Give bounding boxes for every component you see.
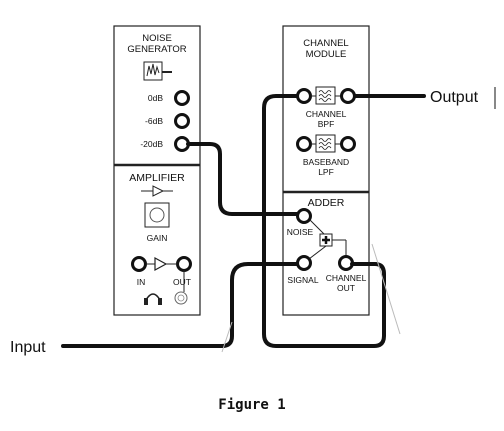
bpf-in-socket[interactable] <box>296 88 312 104</box>
adder-title: ADDER <box>308 197 345 209</box>
amplifier-triangle-icon <box>154 256 168 272</box>
adder-signal-socket[interactable] <box>296 255 312 271</box>
gain-knob[interactable] <box>149 207 165 223</box>
bpf-label-2: BPF <box>318 119 335 129</box>
gain-label: GAIN <box>147 233 168 243</box>
channel-module-title-2: MODULE <box>306 49 347 60</box>
adder-signal-label: SIGNAL <box>287 275 318 285</box>
amplifier-panel: AMPLIFIER GAIN IN OUT <box>129 172 192 305</box>
output-label: Output <box>430 89 479 106</box>
input-label: Input <box>10 339 46 356</box>
cord-noise-to-adder <box>186 142 299 216</box>
noise-source-icon <box>143 61 172 81</box>
noise-generator-title-1: NOISE <box>142 33 172 44</box>
patch-cords <box>61 94 426 348</box>
headphone-icon <box>144 293 162 305</box>
sketch-artifacts <box>221 243 401 353</box>
lpf-in-socket[interactable] <box>296 136 312 152</box>
amplifier-out-label: OUT <box>173 277 191 287</box>
socket-0db[interactable] <box>174 90 190 106</box>
lpf-label-2: LPF <box>318 167 334 177</box>
cord-input-to-signal <box>61 262 299 348</box>
amplifier-icon <box>141 185 173 197</box>
noise-generator-panel: NOISE GENERATOR 0dB -6dB -20dB <box>113 25 201 316</box>
output-6db-label: -6dB <box>145 116 163 126</box>
adder-noise-socket[interactable] <box>296 208 312 224</box>
lpf-label-1: BASEBAND <box>303 157 349 167</box>
adder-channel-out-label-2: OUT <box>337 283 355 293</box>
amplifier-out-socket[interactable] <box>176 256 192 272</box>
socket-minus6db[interactable] <box>174 113 190 129</box>
figure-caption: Figure 1 <box>218 397 285 413</box>
amplifier-title: AMPLIFIER <box>129 172 185 184</box>
noise-generator-title-2: GENERATOR <box>127 44 186 55</box>
bpf-out-socket[interactable] <box>340 88 356 104</box>
channel-module-title-1: CHANNEL <box>303 38 348 49</box>
output-20db-label: -20dB <box>140 139 163 149</box>
adder-channel-out-label-1: CHANNEL <box>326 273 367 283</box>
lpf-out-socket[interactable] <box>340 136 356 152</box>
amplifier-in-label: IN <box>137 277 146 287</box>
adder-noise-label: NOISE <box>287 227 314 237</box>
amplifier-in-socket[interactable] <box>131 256 147 272</box>
output-0db-label: 0dB <box>148 93 163 103</box>
cord-channel-out-to-bpf <box>262 94 386 348</box>
channel-module-panel: CHANNEL MODULE CHANNEL BPF BASEBAND LPF … <box>282 25 370 316</box>
bpf-label-1: CHANNEL <box>306 109 347 119</box>
